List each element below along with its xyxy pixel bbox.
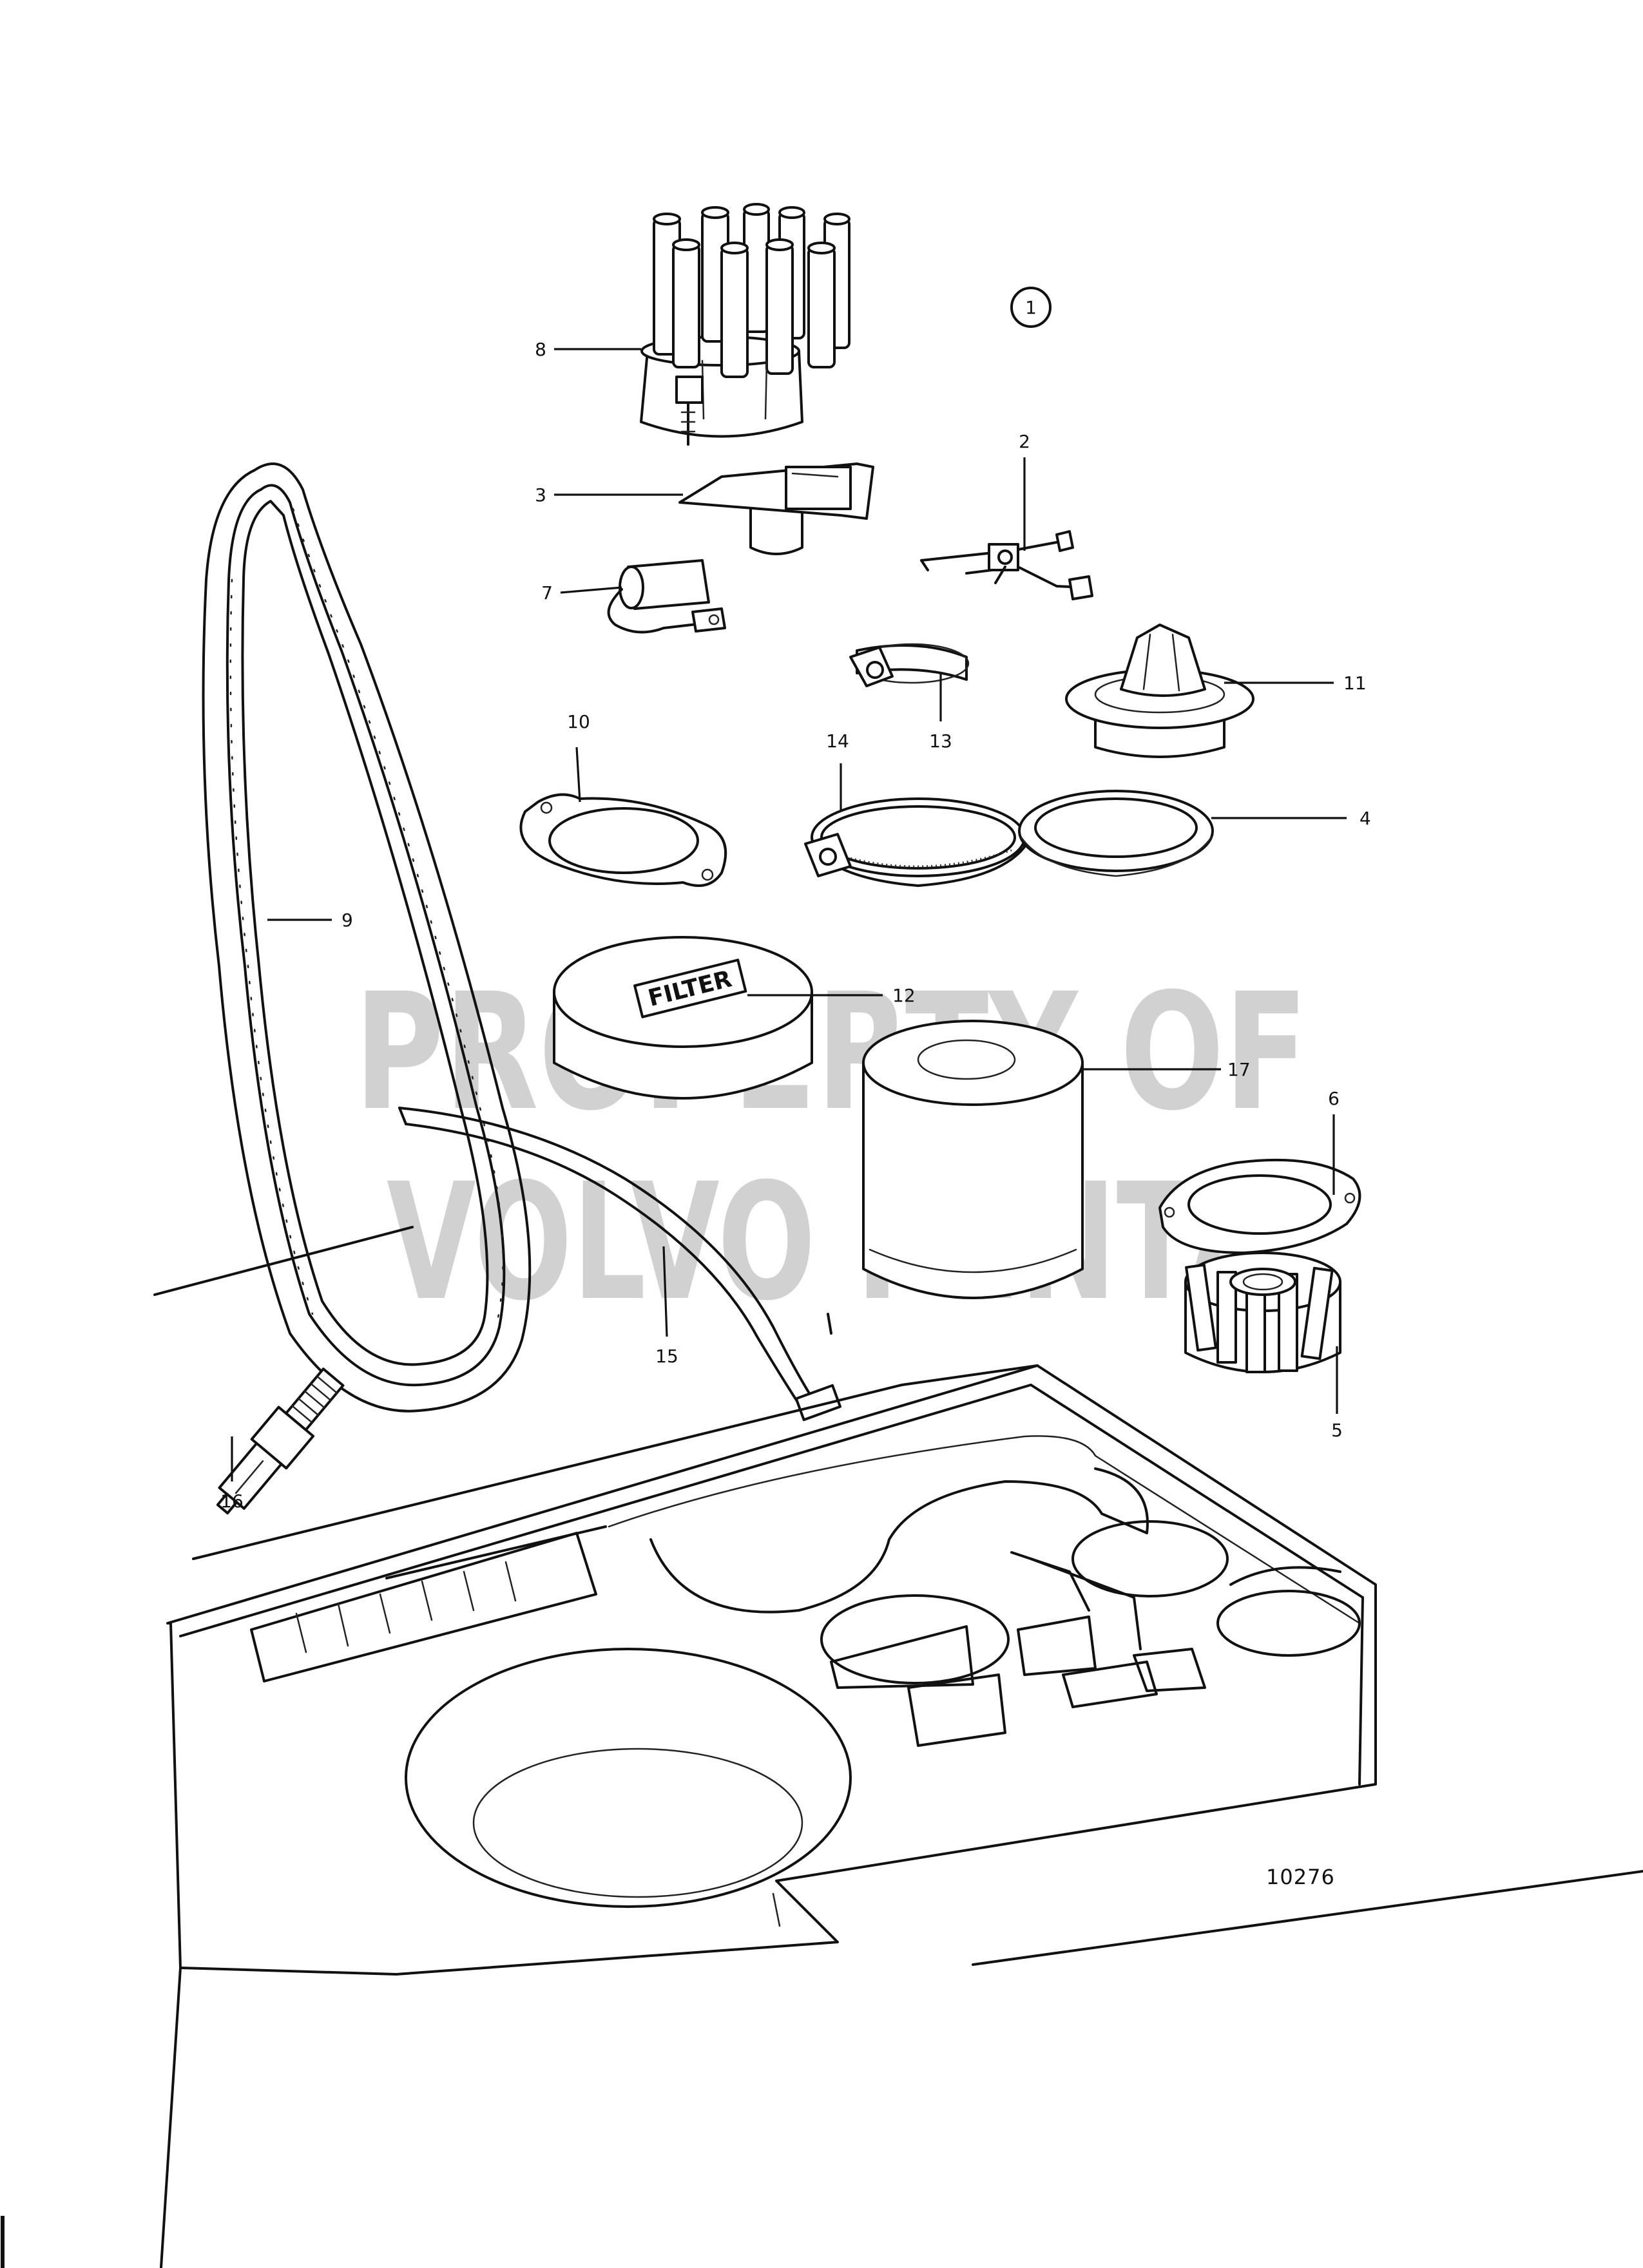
wire-strip-drawing xyxy=(398,1107,842,1422)
callout-14: 14 xyxy=(826,730,849,752)
gasket-drawing xyxy=(519,793,727,887)
breaker-points-drawing xyxy=(920,530,1093,600)
seal-ring-drawing xyxy=(1018,790,1214,877)
watermark: PROPERTY OF VOLVO PENTA xyxy=(354,958,1308,1336)
leader-lines xyxy=(231,348,1347,1482)
callout-4: 4 xyxy=(1360,808,1371,829)
drive-belt-drawing xyxy=(202,462,532,1413)
group-marker-circle xyxy=(1010,287,1052,328)
watermark-line-2: VOLVO PENTA xyxy=(387,1148,1276,1336)
oil-filter-drawing xyxy=(862,1020,1084,1299)
callout-10: 10 xyxy=(567,711,590,732)
callout-3: 3 xyxy=(535,484,546,506)
callout-2: 2 xyxy=(1019,431,1030,452)
callout-15: 15 xyxy=(655,1346,678,1367)
callout-7: 7 xyxy=(541,582,553,604)
callout-13: 13 xyxy=(929,730,952,752)
large-hose-clamp-drawing xyxy=(804,797,1026,887)
callouts: 1 2 3 4 5 6 7 8 9 10 11 12 13 14 15 16 1… xyxy=(220,287,1371,1512)
callout-6: 6 xyxy=(1328,1088,1340,1109)
figure-number: 10276 xyxy=(1266,1865,1335,1889)
callout-5: 5 xyxy=(1331,1420,1343,1441)
callout-16: 16 xyxy=(220,1491,244,1512)
distributor-cap-drawing xyxy=(640,203,850,446)
small-hose-clamp-drawing xyxy=(849,643,970,687)
watermark-line-1: PROPERTY OF xyxy=(354,958,1308,1146)
thermostat-drawing xyxy=(1065,624,1254,758)
impeller-gasket-drawing xyxy=(1158,1158,1361,1254)
callout-17: 17 xyxy=(1227,1059,1251,1080)
impeller-drawing xyxy=(1184,1252,1341,1373)
callout-11: 11 xyxy=(1343,672,1367,694)
callout-8: 8 xyxy=(535,339,546,360)
callout-12: 12 xyxy=(892,985,916,1006)
rotor-drawing xyxy=(678,462,874,555)
spark-plug-drawing xyxy=(216,1367,345,1515)
condenser-drawing xyxy=(607,559,726,634)
filter-cartridge-drawing: FILTER xyxy=(553,936,813,1100)
callout-9: 9 xyxy=(341,910,353,931)
group-marker: 1 xyxy=(1025,297,1037,318)
tool-box-drawing xyxy=(153,1226,1643,2268)
